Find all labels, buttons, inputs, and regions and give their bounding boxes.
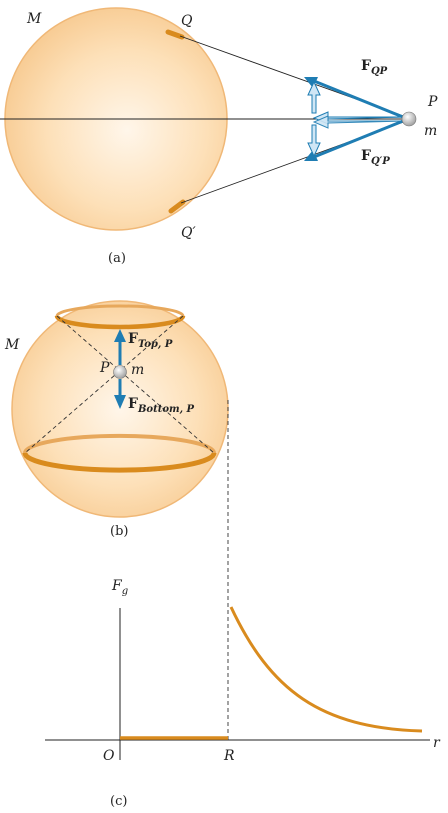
point-label-p-a: P xyxy=(427,94,438,110)
panel-a: M Q Q′ P m FQP FQ′P (a) xyxy=(0,7,438,266)
top-ring-front xyxy=(54,315,186,330)
mass-label-b: M xyxy=(4,337,20,353)
force-label-top: FTop, P xyxy=(128,331,173,350)
component-arrows xyxy=(307,80,409,158)
panel-c: Fg r O R (c) xyxy=(45,578,441,809)
caption-a: (a) xyxy=(108,251,126,266)
y-axis-label: Fg xyxy=(111,578,128,597)
force-label-qprime-p: FQ′P xyxy=(361,148,390,167)
mass-label-a: M xyxy=(26,11,42,27)
force-vector-qprime-p xyxy=(313,117,409,159)
particle-mass-label-a: m xyxy=(424,123,437,139)
caption-b: (b) xyxy=(110,524,128,539)
force-label-qp: FQP xyxy=(361,58,388,77)
component-down-arrow xyxy=(307,124,321,158)
point-label-q-prime: Q′ xyxy=(181,225,196,241)
caption-c: (c) xyxy=(110,794,127,809)
particle-p-a xyxy=(401,111,417,127)
mass-element-q xyxy=(165,29,185,40)
force-vector-top-head xyxy=(114,329,126,342)
top-ring-back xyxy=(55,304,185,317)
force-label-bottom: FBottom, P xyxy=(128,396,195,415)
force-vector-qp-head xyxy=(304,77,318,88)
particle-mass-label-b: m xyxy=(131,362,144,378)
force-vector-qp xyxy=(313,79,409,121)
bottom-ring-front xyxy=(22,452,217,473)
point-label-p-b: P xyxy=(99,360,110,376)
force-vector-qprime-p-head xyxy=(304,150,318,161)
force-vector-bottom-head xyxy=(114,395,126,409)
x-axis-label: r xyxy=(433,735,441,751)
mass-element-q-prime xyxy=(168,199,186,214)
force-outside-curve xyxy=(229,606,423,733)
radius-label: R xyxy=(223,748,235,764)
origin-label: O xyxy=(103,748,115,764)
component-horizontal-arrow-bottom xyxy=(312,115,409,129)
panel-b: M P m FTop, P FBottom, P (b) xyxy=(4,300,229,740)
particle-p-b xyxy=(113,365,127,379)
point-label-q: Q xyxy=(181,13,193,29)
component-up-arrow xyxy=(307,80,321,114)
bottom-ring-back xyxy=(23,433,216,454)
